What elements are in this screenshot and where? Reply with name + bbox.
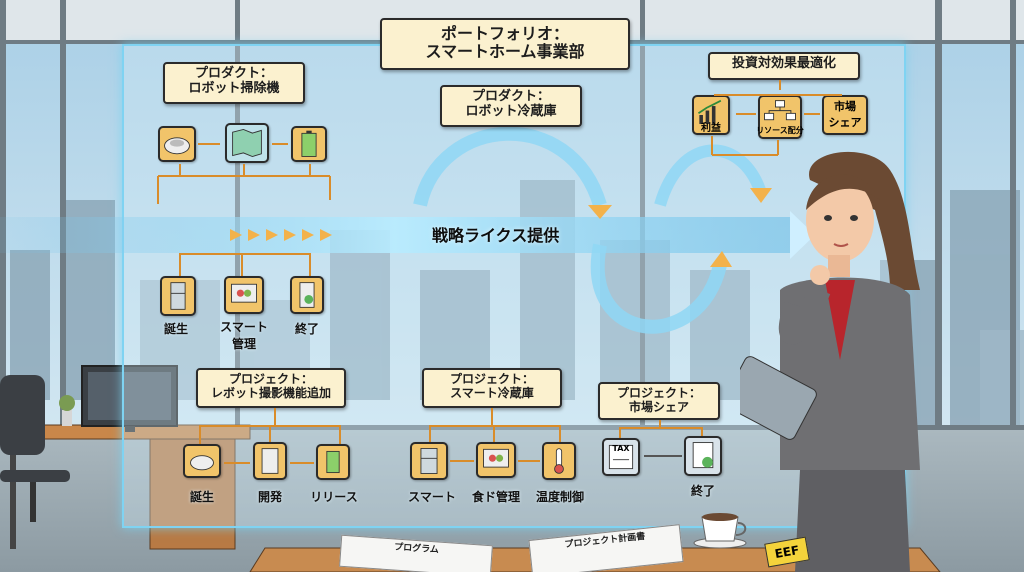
camera-caption-birth: 誕生: [189, 490, 215, 504]
chart-up-icon: [697, 99, 722, 124]
camera-caption-develop: 開発: [257, 490, 283, 504]
project-camera-connectors: [199, 408, 341, 444]
vacuum-step-3: [291, 126, 327, 162]
market-step-end: [684, 436, 722, 476]
lifecycle-caption-end: 終了: [294, 322, 320, 336]
project-market-label: プロジェクト： 市場シェア: [598, 382, 720, 420]
fridge-icon: [170, 282, 186, 310]
robot-vacuum-icon: [164, 137, 190, 155]
resource-caption: リソース配分: [756, 126, 804, 135]
food-monitor-icon: [231, 283, 257, 303]
camera-step-1: [183, 444, 221, 478]
camera-step-arrows: [224, 462, 314, 464]
coffee-cup: [693, 513, 747, 549]
vacuum-step-1: [158, 126, 196, 162]
profit-node: [692, 95, 730, 135]
robot-vacuum-icon: [190, 455, 214, 471]
battery-icon: [301, 130, 317, 157]
market-share-caption: 市場 シェア: [828, 100, 862, 129]
fridge-step-1: [410, 442, 448, 480]
lifecycle-node-birth: [160, 276, 196, 316]
battery-icon: [326, 450, 340, 474]
profit-caption: 利益: [701, 123, 721, 134]
lifecycle-band-label: 戦略ライクス提供: [432, 226, 560, 245]
org-chart-icon: [764, 100, 796, 121]
investment-optimization-label: 投資対効果最適化: [708, 52, 860, 80]
market-step-arrow: [644, 455, 682, 457]
lifecycle-caption-birth: 誕生: [163, 322, 189, 336]
market-caption-end: 終了: [690, 484, 716, 498]
tablet-icon: [261, 448, 279, 474]
market-step-tax: [602, 438, 640, 476]
lifecycle-band: [0, 211, 815, 259]
fridge-caption-2: 食ド管理: [471, 490, 521, 504]
vacuum-connectors: [157, 143, 331, 204]
vacuum-step-2: [225, 123, 269, 163]
tax-doc-icon: [608, 444, 634, 470]
cycle-arrows: [413, 126, 772, 334]
thermometer-icon: [554, 448, 564, 474]
lifecycle-connectors: [179, 253, 311, 278]
portfolio-title: ポートフォリオ： スマートホーム事業部: [380, 18, 630, 70]
check-phone-icon: [299, 282, 315, 308]
project-fridge-label: プロジェクト： スマート冷蔵庫: [422, 368, 562, 408]
investment-connectors: [711, 80, 842, 156]
report-icon: [692, 442, 714, 469]
fridge-icon: [420, 448, 438, 474]
food-monitor-icon: [483, 448, 509, 468]
market-share-node: [822, 95, 868, 135]
fridge-step-arrows: [450, 460, 540, 462]
project-fridge-connectors: [429, 408, 561, 444]
product-robot-vacuum-label: プロダクト： ロボット掃除機: [163, 62, 305, 104]
resource-node: [758, 95, 802, 139]
camera-step-2: [253, 442, 287, 480]
lifecycle-caption-smart: スマート 管理: [220, 320, 268, 351]
camera-step-3: [316, 444, 350, 480]
product-robot-fridge-label: プロダクト： ロボット冷蔵庫: [440, 85, 582, 127]
map-icon: [232, 129, 262, 157]
lifecycle-node-end: [290, 276, 324, 314]
lifecycle-node-smart: [224, 276, 264, 314]
tax-label: TAX: [612, 444, 630, 453]
camera-caption-release: リリース: [310, 490, 358, 504]
fridge-caption-1: スマート: [408, 490, 456, 504]
fridge-step-2: [476, 442, 516, 478]
fridge-step-3: [542, 442, 576, 480]
fridge-caption-3: 温度制御: [535, 490, 585, 504]
project-camera-label: プロジェクト： レボット撮影機能追加: [196, 368, 346, 408]
businesswoman-figure: [740, 151, 920, 572]
